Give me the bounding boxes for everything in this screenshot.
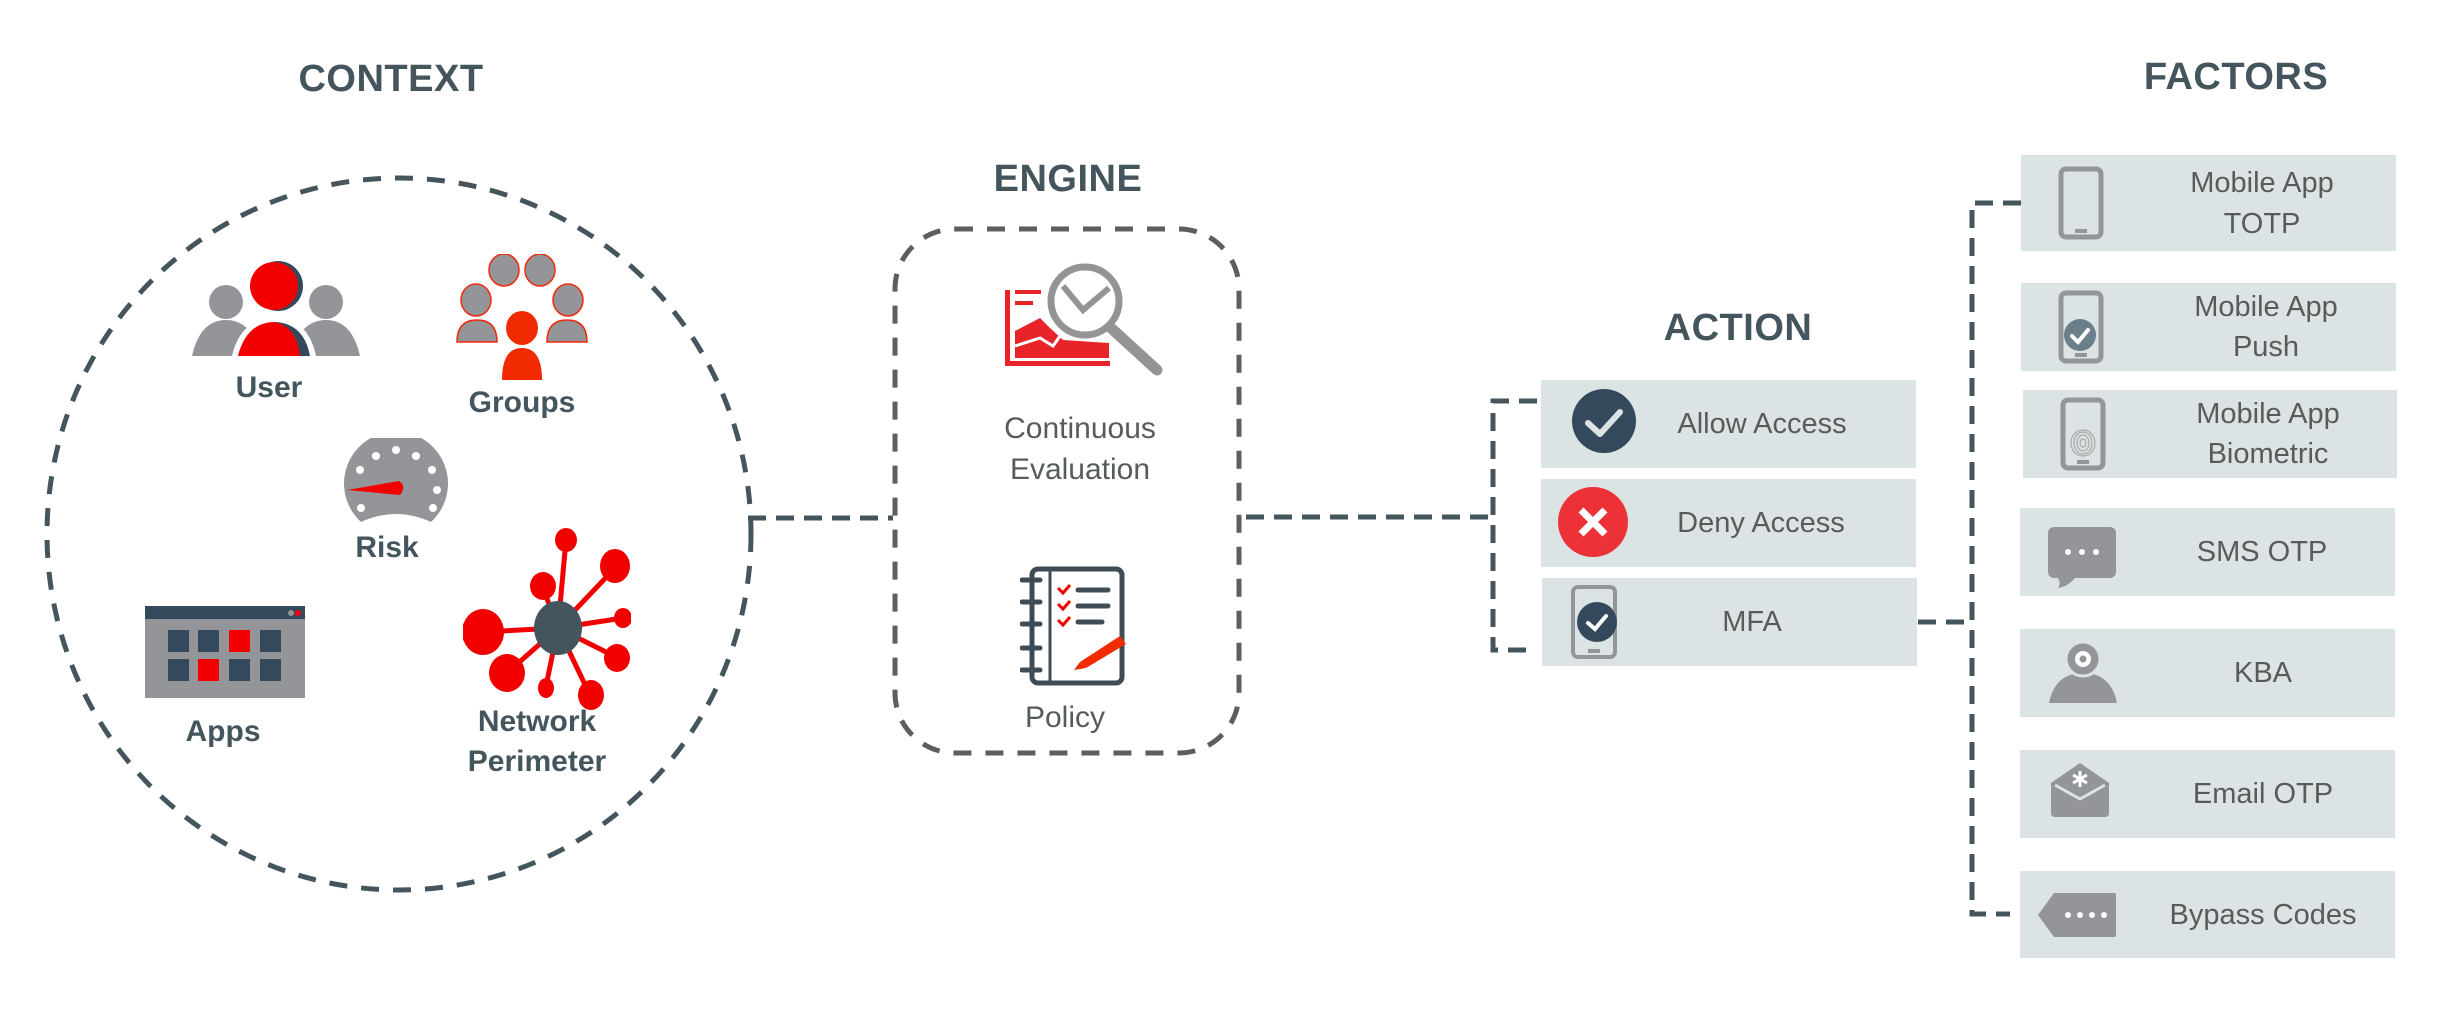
engine-heading: ENGINE bbox=[993, 158, 1143, 200]
action-heading: ACTION bbox=[1663, 307, 1813, 349]
factor-bypass-codes[interactable]: Bypass Codes bbox=[2020, 871, 2395, 958]
policy-checklist-icon bbox=[1020, 566, 1126, 686]
context-circle bbox=[44, 175, 754, 893]
phone-fingerprint-icon bbox=[2060, 397, 2106, 471]
action-mfa[interactable]: MFA bbox=[1542, 578, 1917, 666]
context-network-label-line2: Perimeter bbox=[467, 745, 607, 778]
context-groups-label: Groups bbox=[468, 386, 576, 419]
factor-mobile-biometric[interactable]: Mobile App Biometric bbox=[2023, 390, 2397, 478]
apps-icon bbox=[145, 606, 305, 698]
action-allow-access[interactable]: Allow Access bbox=[1541, 380, 1916, 468]
context-user-label: User bbox=[235, 371, 303, 404]
user-icon bbox=[192, 258, 360, 356]
factor-push-label-line1: Mobile App bbox=[2194, 291, 2338, 323]
user-gear-icon bbox=[2049, 643, 2117, 703]
groups-icon bbox=[456, 254, 588, 380]
factor-kba-label: KBA bbox=[2233, 657, 2293, 689]
factors-heading: FACTORS bbox=[2143, 56, 2329, 98]
engine-policy-label: Policy bbox=[1024, 701, 1106, 734]
x-circle-icon bbox=[1558, 487, 1628, 557]
factor-biometric-label-line1: Mobile App bbox=[2196, 398, 2340, 430]
sms-bubble-icon bbox=[2048, 527, 2116, 588]
factors-bracket bbox=[1969, 200, 2021, 917]
chart-magnifier-icon bbox=[1005, 263, 1163, 376]
action-deny-label: Deny Access bbox=[1677, 507, 1845, 539]
factor-push-label-line2: Push bbox=[2232, 331, 2300, 363]
engine-evaluation-label-line1: Continuous bbox=[1004, 412, 1156, 445]
action-allow-label: Allow Access bbox=[1677, 408, 1847, 440]
factor-sms-label: SMS OTP bbox=[2196, 536, 2328, 568]
context-apps-label: Apps bbox=[185, 715, 261, 748]
risk-gauge-icon bbox=[344, 438, 448, 522]
factor-sms-otp[interactable]: SMS OTP bbox=[2020, 508, 2395, 596]
phone-push-icon bbox=[2058, 290, 2104, 364]
engine-evaluation-label-line2: Evaluation bbox=[1009, 453, 1151, 486]
factor-kba[interactable]: KBA bbox=[2020, 629, 2395, 717]
context-risk-label: Risk bbox=[355, 531, 419, 564]
email-asterisk-icon bbox=[2051, 763, 2109, 817]
factor-totp-label-line1: Mobile App bbox=[2190, 167, 2334, 199]
factor-mobile-totp[interactable]: Mobile App TOTP bbox=[2021, 155, 2396, 251]
engine-box bbox=[892, 226, 1242, 756]
factor-email-otp[interactable]: Email OTP bbox=[2020, 750, 2395, 838]
factor-bypass-label: Bypass Codes bbox=[2169, 898, 2357, 931]
action-bracket bbox=[1490, 398, 1537, 653]
factor-biometric-label-line2: Biometric bbox=[2207, 438, 2329, 470]
phone-check-icon bbox=[1571, 585, 1617, 659]
context-network-label-line1: Network bbox=[477, 705, 597, 738]
context-heading: CONTEXT bbox=[298, 58, 484, 100]
factor-totp-label-line2: TOTP bbox=[2223, 208, 2301, 240]
mobile-phone-icon bbox=[2058, 166, 2104, 240]
check-circle-icon bbox=[1572, 389, 1636, 453]
factor-mobile-push[interactable]: Mobile App Push bbox=[2021, 283, 2396, 371]
factor-email-label: Email OTP bbox=[2192, 778, 2334, 810]
action-deny-access[interactable]: Deny Access bbox=[1541, 479, 1916, 567]
network-icon bbox=[463, 528, 631, 710]
code-tag-icon bbox=[2038, 893, 2116, 937]
action-mfa-label: MFA bbox=[1722, 606, 1782, 638]
